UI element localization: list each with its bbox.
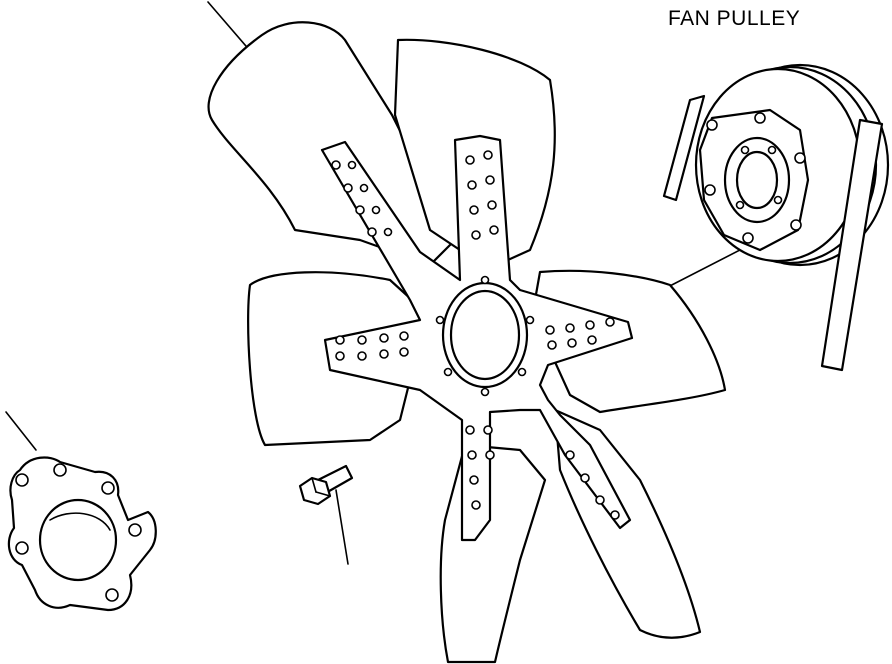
drive-belt <box>662 94 706 202</box>
fan-blade-upper-left <box>207 21 457 267</box>
pulley-hub-bore <box>735 150 779 210</box>
spacer-leader <box>5 411 37 451</box>
fan-hub-bore <box>449 289 521 381</box>
drive-belt-strand <box>820 118 884 372</box>
spacer-bore <box>38 498 118 582</box>
fan-spacer <box>7 456 157 612</box>
fan-assembly <box>207 21 727 664</box>
bolt-leader <box>335 489 349 565</box>
mounting-bolt <box>298 464 354 506</box>
fan-rivet-holes <box>331 150 620 520</box>
fan-pulley <box>662 63 890 372</box>
fan-blade-right <box>533 269 727 414</box>
fan-blade-lower <box>439 443 547 664</box>
fan-pulley-label: FAN PULLEY <box>668 7 801 30</box>
